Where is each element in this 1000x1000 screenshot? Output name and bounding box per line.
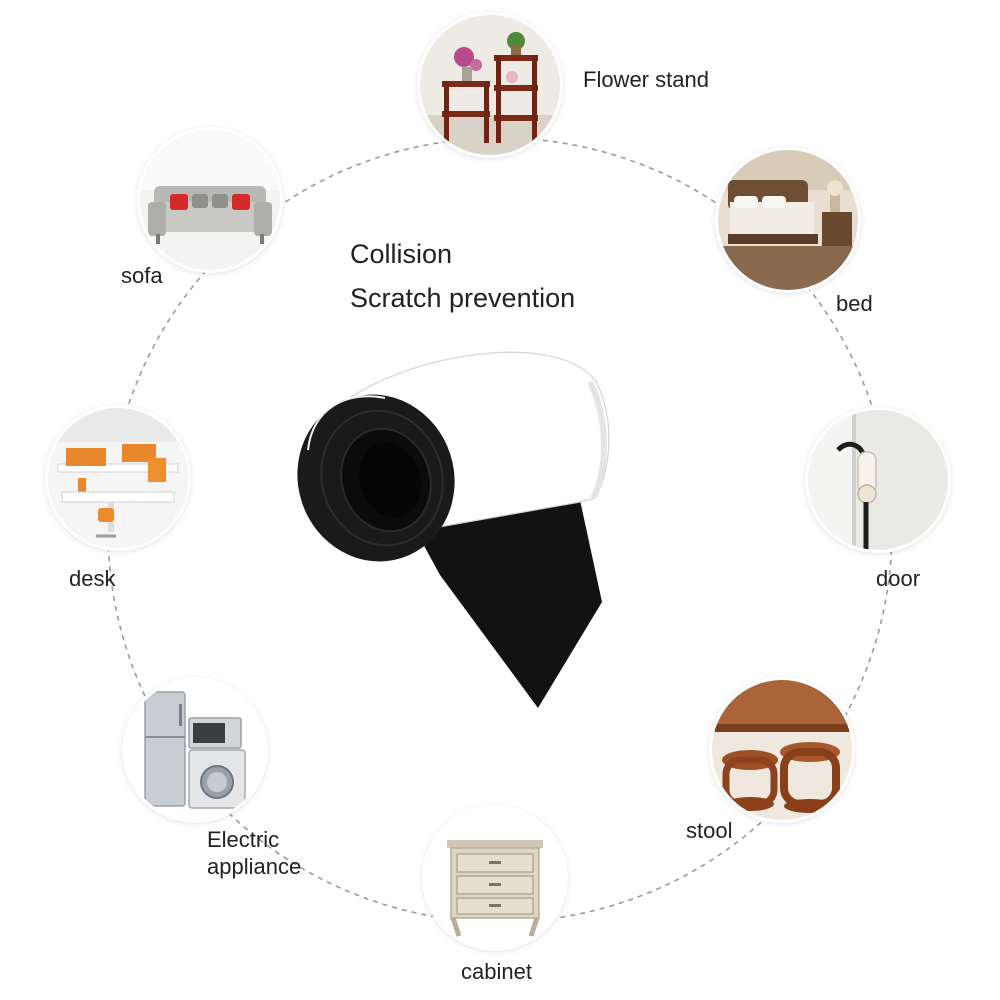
desk-photo-icon bbox=[48, 408, 188, 548]
cabinet-photo-icon bbox=[425, 808, 565, 948]
headline-scratch-prevention: Scratch prevention bbox=[350, 283, 576, 313]
bed-photo-icon bbox=[718, 150, 858, 290]
flower-stand-thumbnail bbox=[420, 15, 560, 155]
cabinet-thumbnail bbox=[425, 808, 565, 948]
door-photo-icon bbox=[808, 410, 948, 550]
sofa-label: sofa bbox=[121, 263, 163, 288]
cabinet-label: cabinet bbox=[461, 959, 532, 984]
door-thumbnail bbox=[808, 410, 948, 550]
headline: Collision Scratch prevention bbox=[350, 232, 575, 320]
flower-stand-label: Flower stand bbox=[583, 67, 709, 92]
stool-photo-icon bbox=[712, 680, 852, 820]
desk-label: desk bbox=[69, 566, 116, 591]
bed-label: bed bbox=[836, 291, 873, 316]
sofa-photo-icon bbox=[140, 130, 280, 270]
stool-label: stool bbox=[686, 818, 733, 843]
appliance-photo-icon bbox=[125, 680, 265, 820]
flower-stand-photo-icon bbox=[420, 15, 560, 155]
sofa-thumbnail bbox=[140, 130, 280, 270]
door-label: door bbox=[876, 566, 921, 591]
stool-thumbnail bbox=[712, 680, 852, 820]
bed-thumbnail bbox=[718, 150, 858, 290]
felt-tape-roll bbox=[297, 351, 610, 708]
headline-collision: Collision bbox=[350, 239, 453, 269]
desk-thumbnail bbox=[48, 408, 188, 548]
electric-appliance-label: Electric appliance bbox=[207, 827, 302, 879]
electric-appliance-thumbnail bbox=[125, 680, 265, 820]
